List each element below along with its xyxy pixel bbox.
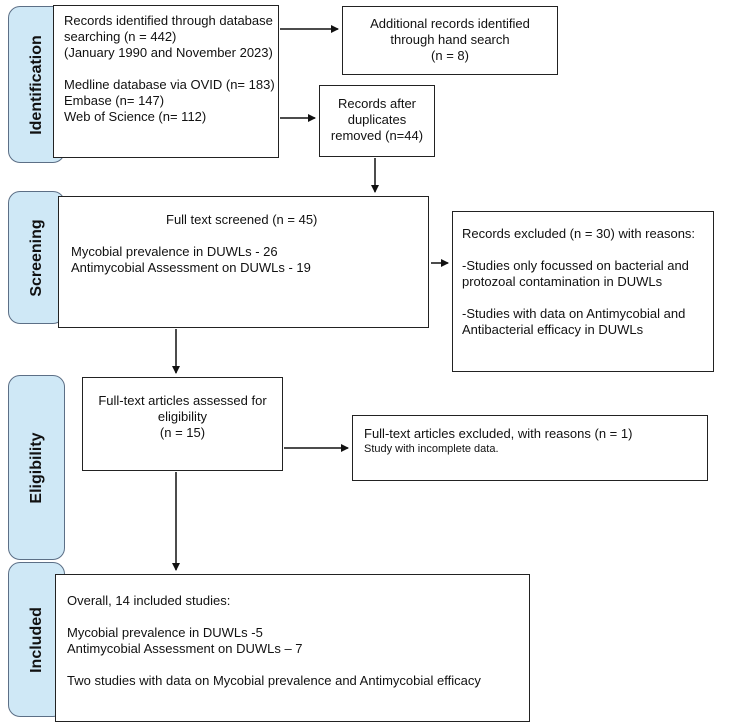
database-line-7: Web of Science (n= 112): [64, 109, 207, 124]
excluded-line-3: -Studies only focussed on bacterial and: [462, 258, 689, 273]
duplicates-line-3: removed (n=44): [330, 128, 424, 143]
screened-line-2: Antimycobial Assessment on DUWLs - 19: [71, 260, 311, 275]
database-line-5: Medline database via OVID (n= 183): [64, 77, 275, 92]
hand-search-line-2: through hand search: [390, 32, 510, 47]
full-text-excluded-note: Study with incomplete data.: [364, 443, 499, 455]
excluded-line-4: protozoal contamination in DUWLs: [462, 274, 663, 289]
full-text-excluded-title: Full-text articles excluded, with reason…: [364, 426, 633, 441]
excluded-line-7: Antibacterial efficacy in DUWLs: [462, 322, 644, 337]
full-text-screened-box: Full text screened (n = 45) Mycobial pre…: [58, 196, 429, 328]
hand-search-line-3: (n = 8): [431, 48, 469, 63]
duplicates-removed-box: Records after duplicates removed (n=44): [319, 85, 435, 157]
included-line-3: Mycobial prevalence in DUWLs -5: [67, 625, 263, 640]
hand-search-box: Additional records identified through ha…: [342, 6, 558, 75]
database-records-box: Records identified through database sear…: [53, 5, 279, 158]
duplicates-line-2: duplicates: [347, 112, 407, 127]
included-line-6: Two studies with data on Mycobial preval…: [67, 673, 481, 688]
records-excluded-box: Records excluded (n = 30) with reasons: …: [452, 211, 714, 372]
full-text-excluded-box: Full-text articles excluded, with reason…: [352, 415, 708, 481]
stage-screening: Screening: [8, 191, 65, 324]
screened-title: Full text screened (n = 45): [166, 212, 318, 227]
stage-eligibility: Eligibility: [8, 375, 65, 560]
hand-search-line-1: Additional records identified: [370, 16, 530, 31]
database-line-1: Records identified through database: [64, 13, 273, 28]
eligibility-line-3: (n = 15): [159, 425, 206, 440]
database-line-6: Embase (n= 147): [64, 93, 165, 108]
included-studies-box: Overall, 14 included studies: Mycobial p…: [55, 574, 530, 722]
duplicates-line-1: Records after: [337, 96, 417, 111]
eligibility-line-1: Full-text articles assessed for: [98, 393, 267, 408]
excluded-line-6: -Studies with data on Antimycobial and: [462, 306, 686, 321]
eligibility-box: Full-text articles assessed for eligibil…: [82, 377, 283, 471]
eligibility-line-2: eligibility: [157, 409, 208, 424]
included-line-4: Antimycobial Assessment on DUWLs – 7: [67, 641, 303, 656]
excluded-line-1: Records excluded (n = 30) with reasons:: [462, 226, 696, 241]
database-line-3: (January 1990 and November 2023): [64, 45, 273, 60]
database-line-2: searching (n = 442): [64, 29, 177, 44]
included-line-1: Overall, 14 included studies:: [67, 593, 231, 608]
screened-line-1: Mycobial prevalence in DUWLs - 26: [71, 244, 278, 259]
